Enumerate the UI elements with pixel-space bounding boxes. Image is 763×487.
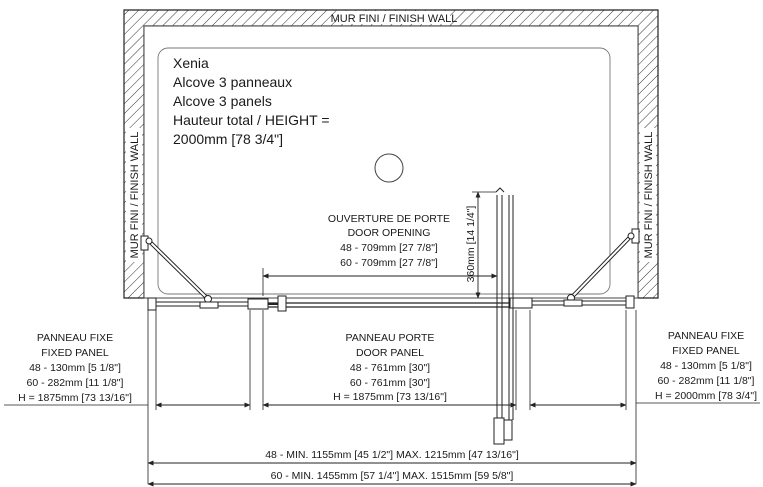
door-panel-title-fr: PANNEAU PORTE [346,332,435,344]
drain-icon [374,153,404,183]
door-panel-title-en: DOOR PANEL [356,347,424,359]
fixed-panel-left-title-fr: PANNEAU FIXE [37,332,113,344]
extension-lines [147,310,637,484]
door-opening-title-fr: OUVERTURE DE PORTE [328,213,450,225]
wall-label-right: MUR FINI / FINISH WALL [643,132,655,259]
door-swing [493,187,514,445]
shower-base-inner [157,47,611,295]
door-opening-dimension: OUVERTURE DE PORTE DOOR OPENING 48 - 709… [262,213,498,296]
product-type-fr: Alcove 3 panneaux [173,74,292,90]
door-opening-48: 48 - 709mm [27 7/8"] [340,242,438,254]
height-value: 2000mm [78 3/4"] [173,131,283,147]
fixed-panel-right-label: PANNEAU FIXE FIXED PANEL 48 - 130mm [5 1… [636,330,760,404]
wall-label-left: MUR FINI / FINISH WALL [129,132,141,259]
wall-label-top: MUR FINI / FINISH WALL [331,13,458,25]
fixed-panel-left-height: H = 1875mm [73 13/16"] [18,392,132,404]
overall-48-label: 48 - MIN. 1155mm [45 1/2"] MAX. 1215mm [… [265,449,519,461]
fixed-panel-right-title-en: FIXED PANEL [672,345,740,357]
door-panel-height: H = 1875mm [73 13/16"] [333,391,447,403]
fixed-panel-right-glass [516,295,635,309]
product-name: Xenia [173,55,209,71]
fixed-panel-left-glass [147,297,262,311]
overall-60-label: 60 - MIN. 1455mm [57 1/4"] MAX. 1515mm [… [271,470,514,482]
door-panel-60: 60 - 761mm [30"] [350,377,430,389]
support-bar-left [140,235,212,303]
door-panel-glass [247,295,533,312]
fixed-panel-right-60: 60 - 282mm [11 1/8"] [658,375,755,387]
fixed-panel-right-title-fr: PANNEAU FIXE [668,330,744,342]
clearance-label: 360mm [14 1/4"] [465,206,477,283]
door-panel-48: 48 - 761mm [30"] [350,362,430,374]
door-opening-60: 60 - 709mm [27 7/8"] [340,257,438,269]
overall-dimension-48: 48 - MIN. 1155mm [45 1/2"] MAX. 1215mm [… [147,449,637,466]
clearance-dimension: 360mm [14 1/4"] [465,191,496,299]
fixed-panel-left-label: PANNEAU FIXE FIXED PANEL 48 - 130mm [5 1… [4,332,148,406]
product-info: Xenia Alcove 3 panneaux Alcove 3 panels … [173,55,330,147]
fixed-panel-left-60: 60 - 282mm [11 1/8"] [27,377,124,389]
fixed-panel-right-height: H = 2000mm [78 3/4"] [655,390,757,402]
height-label: Hauteur total / HEIGHT = [173,112,330,128]
fixed-panel-right-48: 48 - 130mm [5 1/8"] [660,360,752,372]
overall-dimension-60: 60 - MIN. 1455mm [57 1/4"] MAX. 1515mm [… [147,470,637,487]
door-opening-title-en: DOOR OPENING [348,227,431,239]
fixed-panel-left-title-en: FIXED PANEL [41,347,109,359]
fixed-panel-left-48: 48 - 130mm [5 1/8"] [29,362,121,374]
door-panel-label: PANNEAU PORTE DOOR PANEL 48 - 761mm [30"… [333,332,447,403]
product-type-en: Alcove 3 panels [173,93,272,109]
